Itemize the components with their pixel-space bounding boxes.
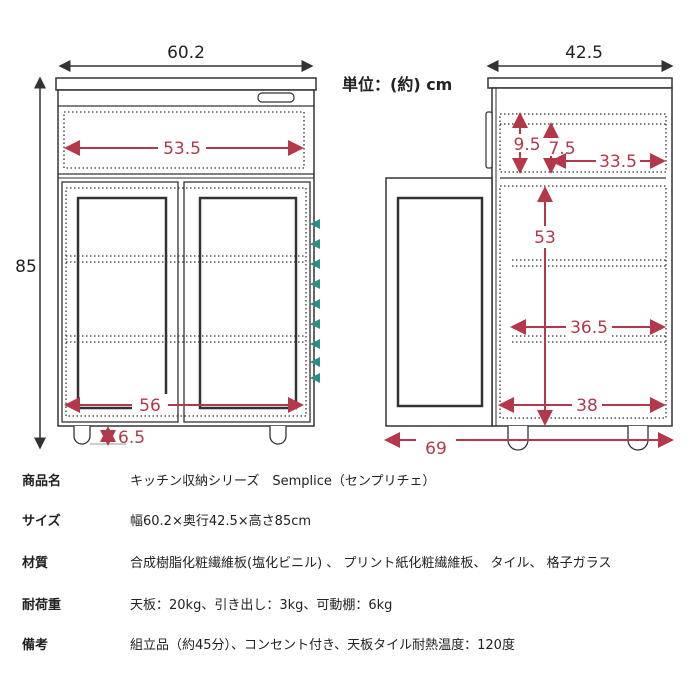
side-caster-right xyxy=(627,426,649,451)
interior-width-label: 56 xyxy=(139,396,161,416)
front-height-label: 85 xyxy=(15,257,37,277)
front-top-plate xyxy=(55,77,317,91)
foot-height-label: 6.5 xyxy=(118,428,145,448)
side-cabinet-interior xyxy=(499,185,667,419)
spec-row-notes: 備考 組立品（約45分）、コンセント付き、天板タイル耐熱温度：120度 xyxy=(0,634,700,658)
teal-arrow-icon xyxy=(310,219,320,229)
cabinet-height-label: 53 xyxy=(534,228,556,248)
front-interior-outline xyxy=(65,187,307,417)
teal-arrow-icon xyxy=(310,319,320,329)
drawer-width-label: 53.5 xyxy=(163,139,201,159)
shelf-depth-label: 36.5 xyxy=(570,318,608,338)
teal-arrow-icon xyxy=(310,259,320,269)
spec-value: キッチン収納シリーズ Semplice（センプリチェ） xyxy=(130,474,436,489)
total-depth-label: 69 xyxy=(425,439,447,459)
spec-label: 耐荷重 xyxy=(22,598,62,613)
front-view: 60.2 85 53.5 56 xyxy=(15,43,320,450)
side-view: 42.5 9.5 7.5 33.5 xyxy=(384,43,674,459)
left-door-glass xyxy=(76,196,168,410)
spec-row-size: サイズ 幅60.2×奥行42.5×高さ85cm xyxy=(0,510,700,534)
drawer-handle xyxy=(257,92,295,103)
teal-arrow-icon xyxy=(310,357,320,367)
teal-arrow-icon xyxy=(310,339,320,349)
teal-arrow-icon xyxy=(310,299,320,309)
spec-row-load-capacity: 耐荷重 天板：20kg、引き出し：3kg、可動棚：6kg xyxy=(0,594,700,618)
side-caster-left xyxy=(507,426,529,451)
spec-value: 幅60.2×奥行42.5×高さ85cm xyxy=(130,514,312,529)
side-top-plate xyxy=(487,77,673,89)
front-left-foot xyxy=(73,426,91,445)
right-door-glass xyxy=(198,196,298,410)
spec-label: 商品名 xyxy=(22,474,62,489)
spec-row-material: 材質 合成樹脂化粧繊維板(塩化ビニル) 、 プリント紙化粧繊維板、 タイル、 格… xyxy=(0,552,700,576)
dimension-drawing: 60.2 85 53.5 56 xyxy=(15,43,674,459)
front-right-foot xyxy=(269,426,287,445)
front-width-label: 60.2 xyxy=(167,43,205,63)
drawer-depth-label: 33.5 xyxy=(599,152,637,172)
drawer-height-label: 9.5 xyxy=(513,135,540,155)
spec-row-product-name: 商品名 キッチン収納シリーズ Semplice（センプリチェ） xyxy=(0,470,700,494)
spec-value: 組立品（約45分）、コンセント付き、天板タイル耐熱温度：120度 xyxy=(130,638,515,653)
side-door-glass xyxy=(396,196,484,408)
spec-label: 備考 xyxy=(22,638,49,653)
spec-label: 材質 xyxy=(22,556,49,571)
spec-value: 合成樹脂化粧繊維板(塩化ビニル) 、 プリント紙化粧繊維板、 タイル、 格子ガラ… xyxy=(130,556,612,571)
spec-label: サイズ xyxy=(22,514,61,529)
spec-value: 天板：20kg、引き出し：3kg、可動棚：6kg xyxy=(130,598,393,613)
bottom-depth-label: 38 xyxy=(576,396,598,416)
teal-arrow-icon xyxy=(310,239,320,249)
side-drawer-handle xyxy=(485,111,493,169)
side-depth-label: 42.5 xyxy=(565,43,603,63)
shelf-position-arrows xyxy=(310,219,320,383)
spec-table: 商品名 キッチン収納シリーズ Semplice（センプリチェ） サイズ 幅60.… xyxy=(0,460,700,700)
side-cabinet-body xyxy=(491,87,673,427)
teal-arrow-icon xyxy=(310,373,320,383)
unit-label: 単位：(約) cm xyxy=(342,75,452,94)
teal-arrow-icon xyxy=(310,279,320,289)
drawer-inner-height-label: 7.5 xyxy=(548,139,575,159)
